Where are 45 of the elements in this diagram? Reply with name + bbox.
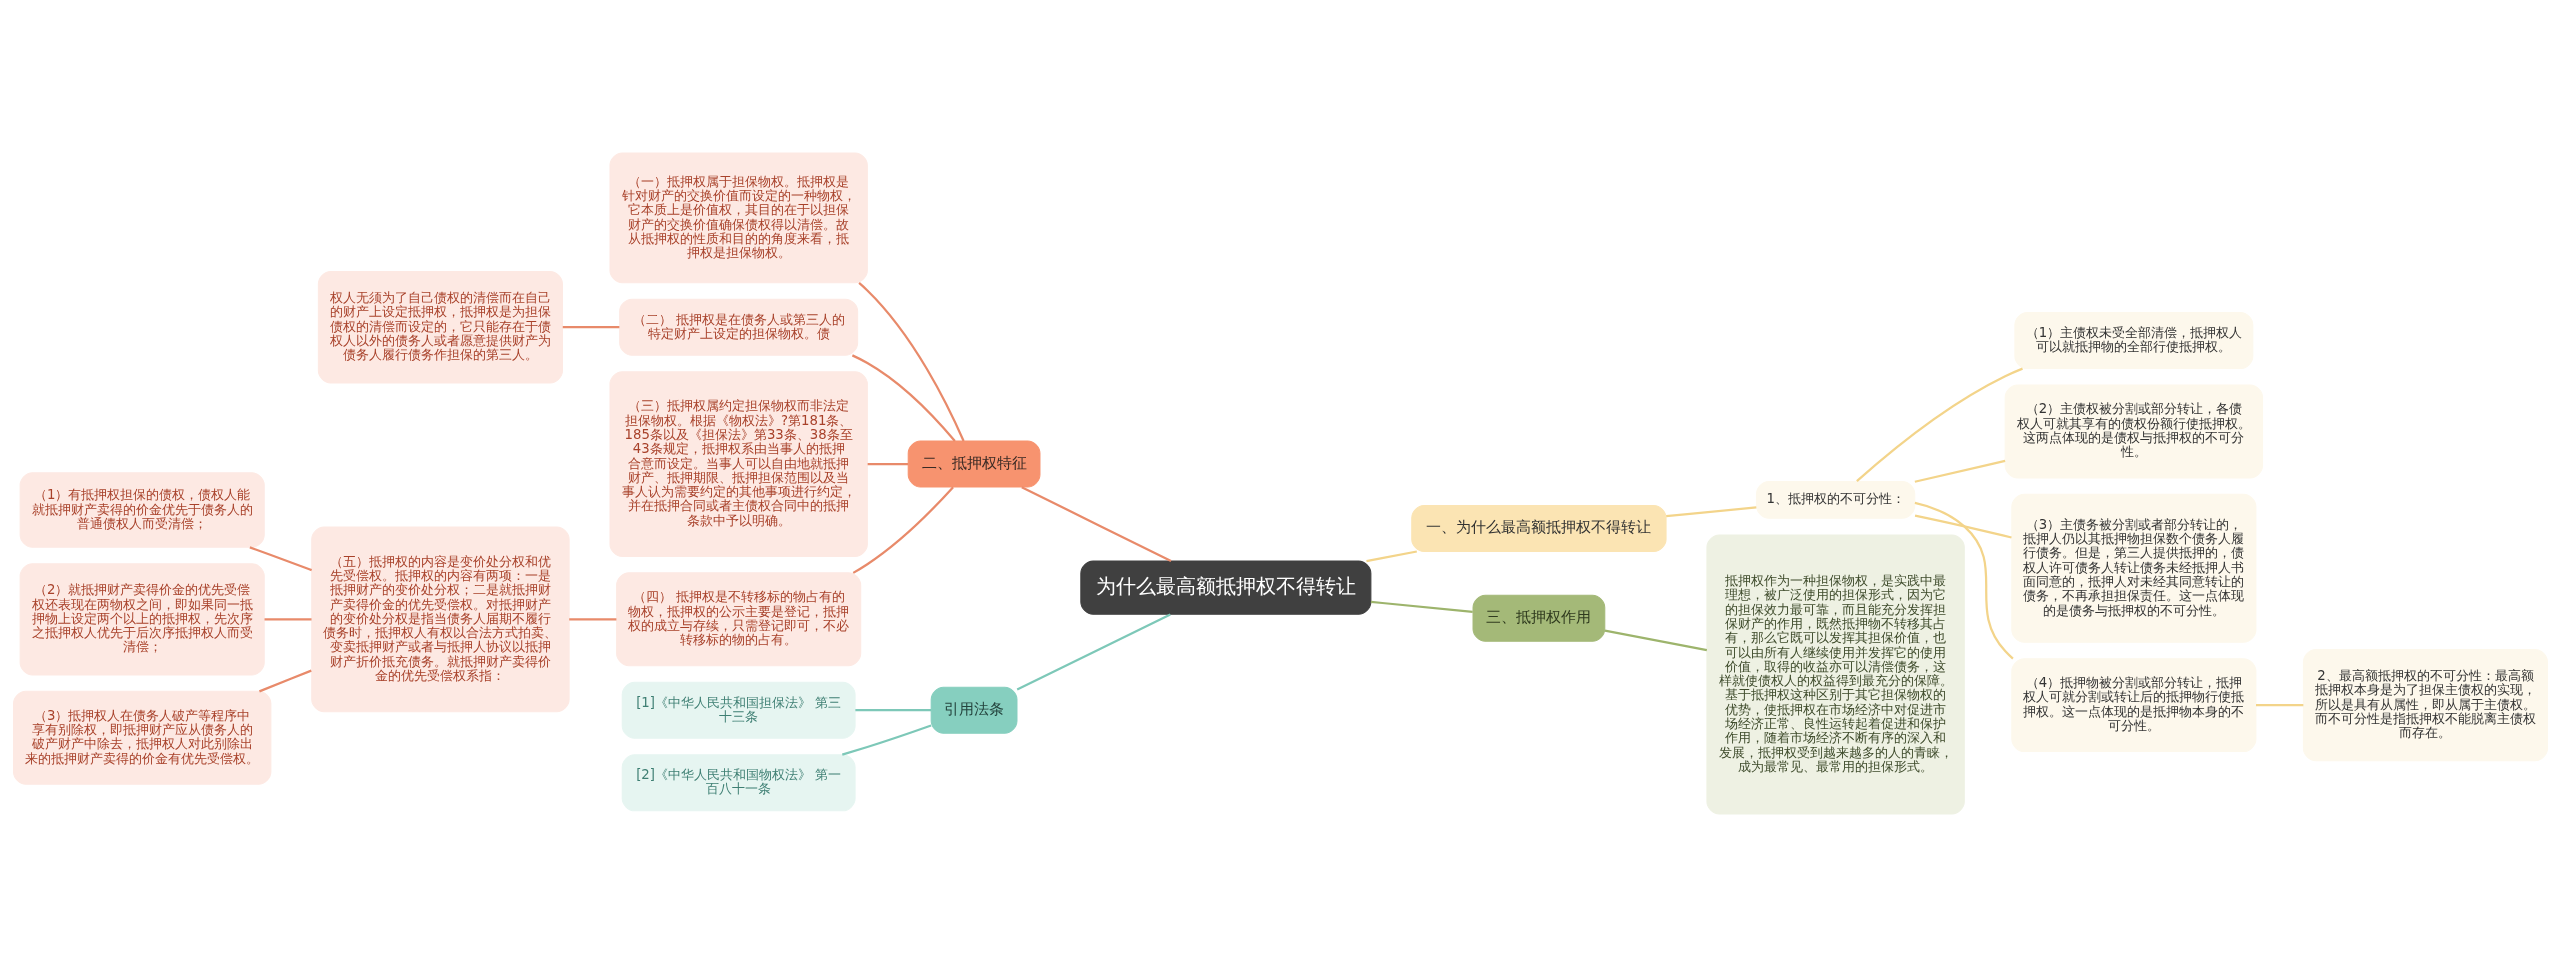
node-box: （一）抵押权属于担保物权。抵押权是针对财产的交换价值而设定的一种物权，它本质上是价值权，其目的在于以担保财产的交换价值确保债权得以清偿。故从抵押权的性质和目的的角度来看，抵押权是担保物权。 — [608, 152, 868, 284]
connector — [562, 326, 619, 329]
connector — [857, 282, 965, 442]
node-box: 一、为什么最高额抵押权不得转让 — [1410, 504, 1667, 552]
connector — [851, 354, 956, 442]
node-box: 抵押权作为一种担保物权，是实践中最理想，被广泛使用的担保形式，因为它的担保效力最可靠，而且能充分发挥担保财产的作用，既然抵押物不转移其占有，那么它既可以发挥其担保价值，也可以由所有人继续使用并发挥它的使用价值，取得的收益亦可以清偿债务，这样就使债权人的权益得到最充分的保障。基于抵押权这种区别于其它担保物权的优势，使抵押权在市场经济中对促进市场经济正常、良性运转起着促进和保护作用，随着市场经济不断有序的深入和发展，抵押权受到越来越多的人的青睐，成为最常见、最常用的担保形式。 — [1705, 534, 1965, 815]
node-box: （3）主债务被分割或者部分转让的，抵押人仍以其抵押物担保数个债务人履行债务。但是，第三人提供抵押的，债权人许可债务人转让债务未经抵押人书面同意的，抵押人对未经其同意转让的债务，不再承担担保责任。这一点体现的是债务与抵押权的不可分性。 — [2010, 493, 2256, 643]
node-box: （四） 抵押权是不转移标的物占有的物权，抵押权的公示主要是登记，抵押权的成立与存续，只需登记即可，不必转移标的物的占有。 — [615, 572, 861, 667]
connector — [852, 486, 954, 574]
connector — [1914, 501, 2014, 660]
node-box: （2）就抵押财产卖得价金的优先受偿权还表现在两物权之间，即如果同一抵押物上设定两个以上的抵押权，先次序之抵押权人优先于后次序抵押权人而受清偿； — [19, 563, 265, 676]
connector — [1365, 550, 1417, 563]
node-box: [1]《中华人民共和国担保法》 第三十三条 — [621, 681, 856, 739]
connector — [1016, 613, 1171, 691]
node-box: 引用法条 — [930, 686, 1017, 734]
node-box: （1）主债权未受全部清偿，抵押权人可以就抵押物的全部行使抵押权。 — [2013, 311, 2253, 370]
node-box: [2]《中华人民共和国物权法》 第一百八十一条 — [621, 754, 856, 812]
connector — [1855, 367, 2023, 483]
node-box: 1、抵押权的不可分性： — [1755, 480, 1915, 519]
connector — [1370, 600, 1473, 613]
connector — [841, 724, 931, 756]
connector — [264, 618, 311, 621]
node-box: 2、最高额抵押权的不可分性：最高额抵押权本身是为了担保主债权的实现，所以是具有从属性，即从属于主债权。而不可分性是指抵押权不能脱离主债权而存在。 — [2302, 648, 2548, 762]
node-box: （3）抵押权人在债务人破产等程序中享有别除权，即抵押财产应从债务人的破产财产中除去，抵押权人对此别除出来的抵押财产卖得的价金有优先受偿权。 — [12, 690, 271, 785]
node-box: （二） 抵押权是在债务人或第三人的特定财产上设定的担保物权。债 — [618, 298, 858, 356]
node-box: （1）有抵押权担保的债权，债权人能就抵押财产卖得的价金优先于债务人的普通债权人而受清偿； — [19, 472, 265, 548]
connector — [568, 618, 616, 621]
connector — [854, 709, 931, 712]
node-box: 二、抵押权特征 — [907, 440, 1040, 488]
node-box: 三、抵押权作用 — [1472, 594, 1605, 642]
node-box: （三）抵押权属约定担保物权而非法定担保物权。根据《物权法》?第181条、185条以及《担保法》第33条、38条至43条规定，抵押权系由当事人的抵押合意而设定。当事人可以自由地就抵押财产、抵押期限、抵押担保范围以及当事人认为需要约定的其他事项进行约定，并在抵押合同或者主债权合同中的抵押条款中予以明确。 — [608, 371, 868, 558]
node-box: 权人无须为了自己债权的清偿而在自己的财产上设定抵押权，抵押权是为担保债权的清偿而设定的，它只能存在于债权人以外的债务人或者愿意提供财产为债务人履行债务作担保的第三人。 — [317, 271, 563, 384]
connector — [1914, 459, 2005, 483]
connector — [1020, 486, 1171, 563]
connector — [867, 462, 908, 466]
connector — [1665, 506, 1756, 518]
connector — [258, 669, 312, 693]
connector — [249, 546, 312, 572]
connector — [2255, 704, 2303, 707]
node-box: （2）主债权被分割或部分转让，各债权人可就其享有的债权份额行使抵押权。这两点体现的是债权与抵押权的不可分性。 — [2004, 384, 2263, 479]
connector — [1604, 629, 1707, 652]
node-box: （4）抵押物被分割或部分转让，抵押权人可就分割或转让后的抵押物行使抵押权。这一点体现的是抵押物本身的不可分性。 — [2010, 658, 2256, 753]
connector — [1914, 514, 2012, 539]
node-box: （五）抵押权的内容是变价处分权和优先受偿权。抵押权的内容有两项：一是抵押财产的变价处分权；二是就抵押财产卖得价金的优先受偿权。对抵押财产的变价处分权是指当债务人届期不履行债务时，抵押权人有权以合法方式拍卖、变卖抵押财产或者与抵押人协议以抵押财产折价抵充债务。就抵押财产卖得价金的优先受偿权系指： — [310, 526, 570, 713]
node-box: 为什么最高额抵押权不得转让 — [1079, 560, 1371, 615]
